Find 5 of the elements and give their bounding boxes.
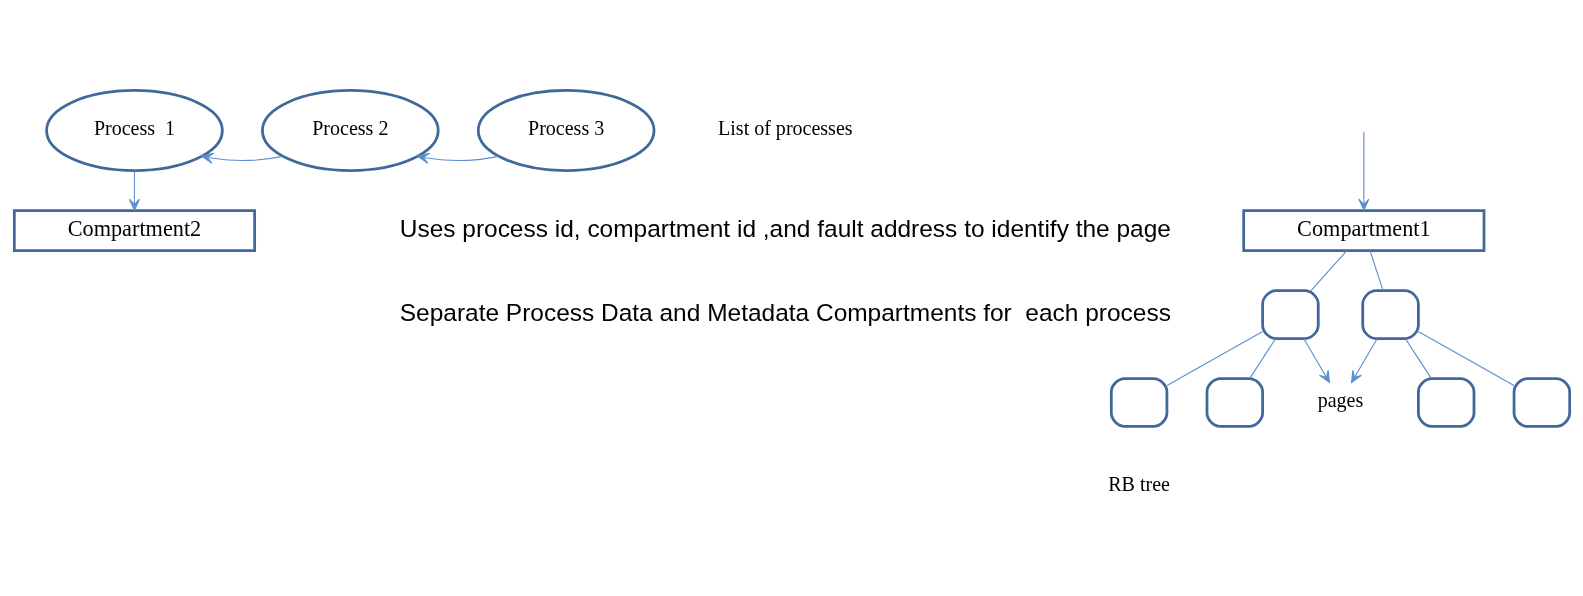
node-text: pages bbox=[1317, 388, 1363, 411]
label: RB tree bbox=[1107, 472, 1170, 495]
label: Separate Process Data and Metadata Compartments for each process bbox=[399, 298, 1171, 326]
label: Uses process id, compartment id ,and fault address to identify the page bbox=[399, 214, 1171, 242]
label: List of processes bbox=[717, 116, 853, 139]
